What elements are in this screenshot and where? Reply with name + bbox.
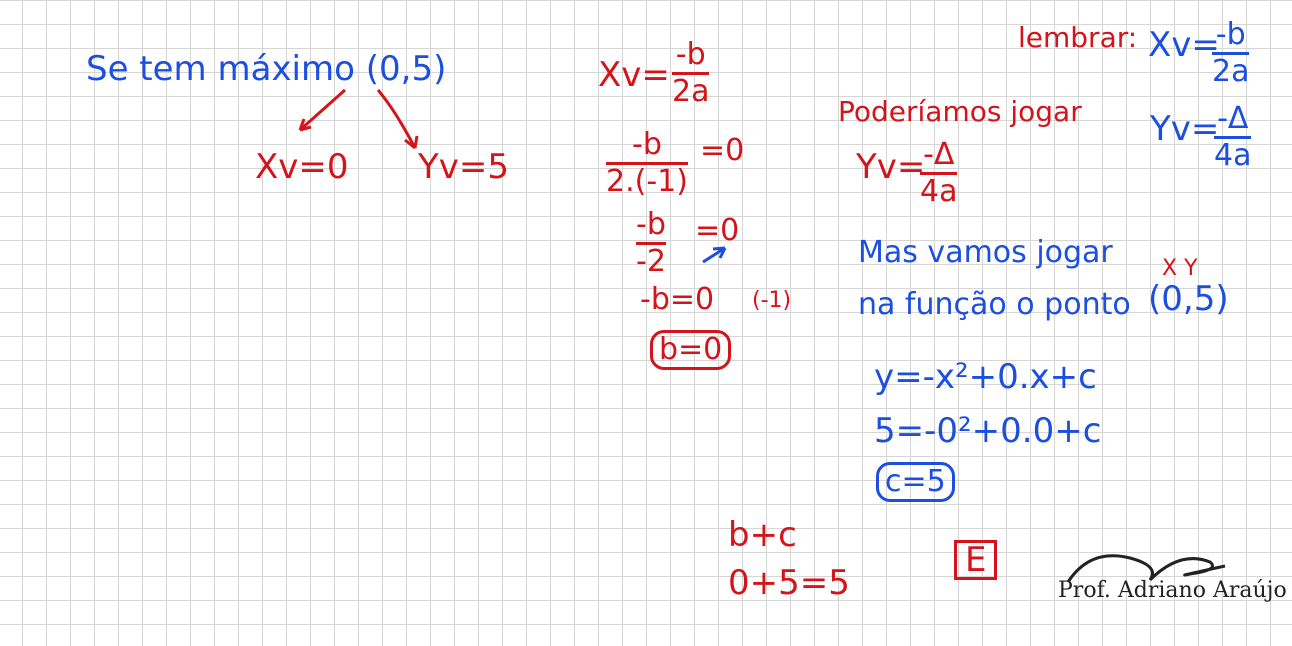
point-axis-labels: X Y [1162,256,1198,281]
yv-denominator: 4a [920,174,958,209]
xv-formula-label: Xv= [598,55,670,95]
step1-rhs: =0 [700,133,745,168]
step1-fraction: -b 2.(-1) [606,130,688,197]
instead-line1: Mas vamos jogar [858,235,1113,270]
step1-denominator: 2.(-1) [606,164,688,199]
b-result-box: b=0 [650,330,732,370]
xv-numerator: -b [675,37,706,72]
step2-fraction: -b -2 [636,210,666,277]
reminder-yv-denominator: 4a [1214,138,1252,173]
function-equation: y=-x²+0.x+c [874,357,1097,397]
yv-numerator: -Δ [923,137,955,172]
yv-formula-fraction: -Δ 4a [920,137,958,209]
reminder-title: lembrar: [1018,21,1138,54]
sum-expression: b+c [728,515,797,555]
reminder-yv-label: Yv= [1150,109,1220,149]
yv-formula-label: Yv= [856,147,926,187]
point-coordinates: (0,5) [1148,279,1229,319]
sum-calculation: 0+5=5 [728,563,850,603]
xv-formula-fraction: -b 2a [672,37,710,109]
reminder-xv-denominator: 2a [1212,54,1250,89]
c-result-box: c=5 [876,462,955,502]
reminder-yv-numerator: -Δ [1217,101,1249,136]
xv-denominator: 2a [672,74,710,109]
could-use-note: Poderíamos jogar [838,95,1082,128]
xv-value: Xv=0 [255,147,349,187]
answer-box: E [954,540,998,580]
author-signature: Prof. Adriano Araújo [1058,578,1287,603]
reminder-yv-fraction: -Δ 4a [1214,101,1252,173]
step3: -b=0 [640,282,715,317]
reminder-xv-label: Xv= [1148,25,1220,65]
reminder-xv-numerator: -b [1215,17,1246,52]
step2-numerator: -b [636,207,666,242]
yv-value: Yv=5 [418,147,510,187]
step2-denominator: -2 [636,244,666,279]
step3-note: (-1) [752,288,792,313]
signature-scribble [1066,554,1226,583]
substituted-equation: 5=-0²+0.0+c [874,411,1102,451]
instead-line2: na função o ponto [858,287,1131,322]
step2-rhs: =0 [695,213,740,248]
reminder-xv-fraction: -b 2a [1212,17,1250,89]
max-statement: Se tem máximo (0,5) [86,49,447,89]
step1-numerator: -b [632,127,662,162]
